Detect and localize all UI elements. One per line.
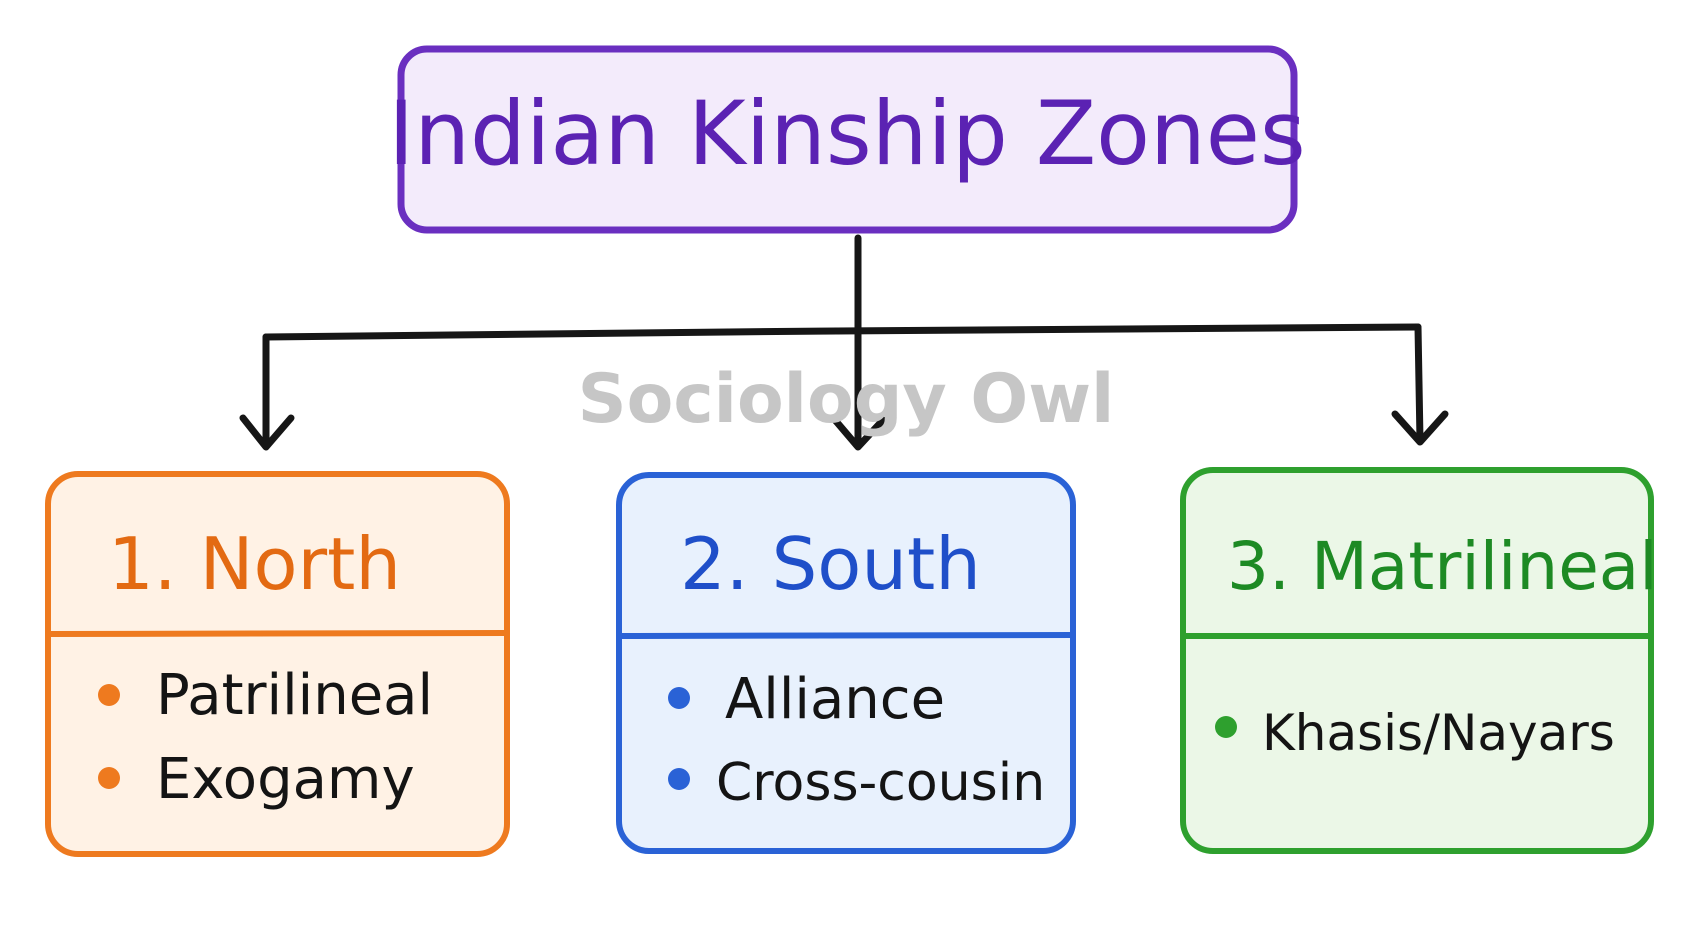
arrowhead-south xyxy=(831,416,887,451)
bullet-dot xyxy=(668,768,690,790)
bullet-dot xyxy=(98,684,120,706)
zone-card-matrilineal: 3. Matrilineal Khasis/Nayars xyxy=(1180,467,1658,854)
zone-heading-matrilineal: 3. Matrilineal xyxy=(1227,528,1658,605)
bullet-dot xyxy=(98,767,120,789)
zone-item: Khasis/Nayars xyxy=(1262,704,1615,762)
arrowhead-north xyxy=(239,414,295,451)
bullet-dot xyxy=(1215,716,1237,738)
arrowhead-matrilineal xyxy=(1391,410,1449,446)
connector-tree xyxy=(239,234,1449,451)
zone-heading-north: 1. North xyxy=(108,522,401,606)
zone-box-south xyxy=(616,472,1076,854)
diagram-title: Indian Kinship Zones xyxy=(388,82,1305,185)
zone-item: Cross-cousin xyxy=(716,753,1045,813)
zone-card-south: 2. South Alliance Cross-cousin xyxy=(616,472,1076,854)
zone-box-matrilineal xyxy=(1180,467,1654,854)
zone-item: Exogamy xyxy=(156,747,415,812)
zone-card-north: 1. North Patrilineal Exogamy xyxy=(45,471,510,857)
zone-box-north xyxy=(45,471,510,857)
zone-divider-north xyxy=(49,630,506,637)
title-box xyxy=(397,45,1298,234)
right-drop-line xyxy=(1414,323,1424,444)
bullet-dot xyxy=(668,687,690,709)
branch-bar xyxy=(262,323,1422,341)
zone-heading-south: 2. South xyxy=(680,522,981,606)
zone-item: Patrilineal xyxy=(156,663,433,728)
title-node: Indian Kinship Zones xyxy=(388,45,1306,234)
zone-divider-south xyxy=(620,632,1072,639)
watermark-text: Sociology Owl xyxy=(578,360,1115,439)
zone-item: Alliance xyxy=(725,667,945,732)
